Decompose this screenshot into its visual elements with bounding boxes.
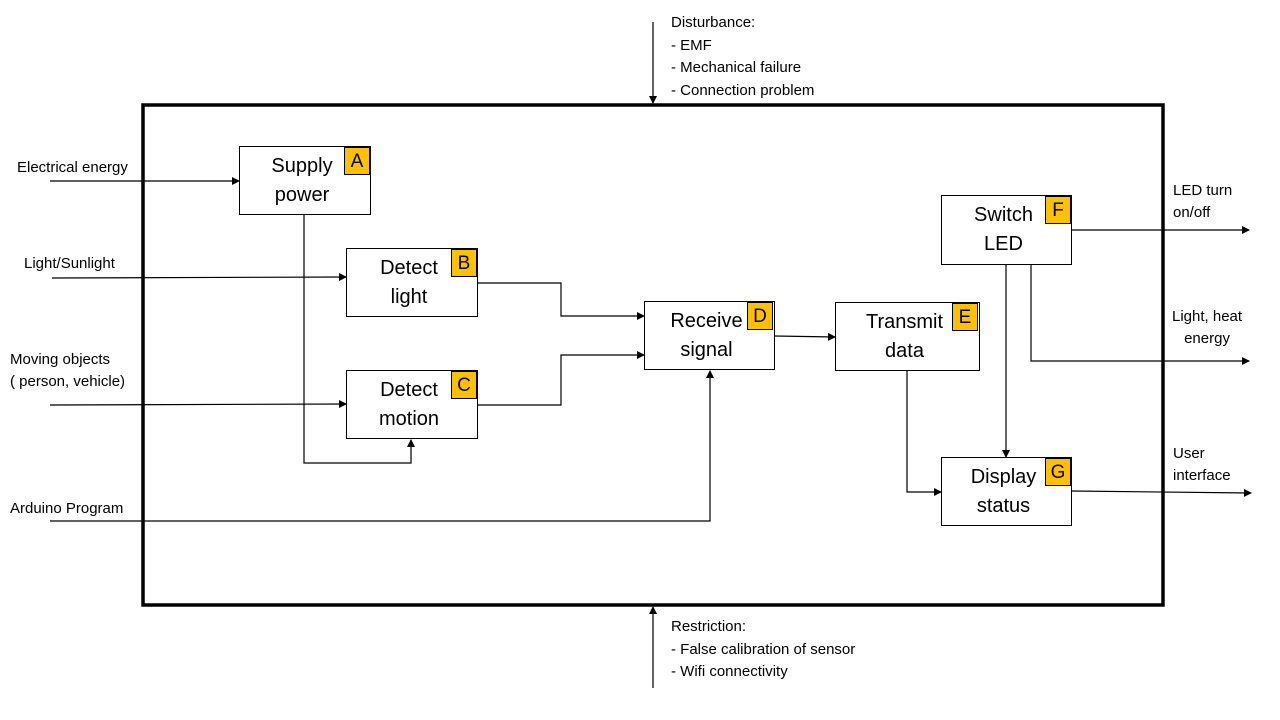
function-block-a: Supply power A [239,146,371,215]
arrow-arduino-to-d [50,370,714,522]
function-title-e: Transmit data [836,303,973,370]
restriction-title: Restriction: [671,618,747,635]
function-c-line1: Detect [380,378,438,401]
output-label-led-line2: on/off [1173,204,1211,221]
disturbance-title: Disturbance: [671,14,756,31]
input-label-moving-line1: Moving objects [10,351,111,368]
function-tag-f: F [1045,196,1071,224]
arrow-e-to-g [906,371,942,496]
output-label-heat-line1: Light, heat [1172,308,1243,325]
restriction-item: - Wifi connectivity [671,663,788,680]
function-g-line2: status [976,494,1031,517]
input-label-moving-line2: ( person, vehicle) [10,373,126,390]
function-a-line2: power [274,183,330,206]
function-e-line2: data [885,339,924,362]
function-tag-a: A [344,147,370,175]
arrow-b-to-d [478,282,645,320]
function-tag-c: C [451,371,477,399]
function-b-line1: Detect [380,256,438,279]
function-block-b: Detect light B [346,248,478,317]
function-title-f: Switch LED [942,196,1065,264]
function-title-a: Supply power [240,147,364,214]
arrow-d-to-e [774,332,836,341]
disturbance-item: - Mechanical failure [671,59,802,76]
output-label-heat-line2: energy [1184,330,1230,347]
restriction-item: - False calibration of sensor [671,640,856,658]
input-label-light: Light/Sunlight [24,255,115,272]
function-a-line1: Supply [271,154,333,177]
disturbance-note: Disturbance: - EMF - Mechanical failure … [671,12,814,102]
output-label-heat: Light, heat energy [1172,306,1242,350]
function-tag-d: D [747,302,773,330]
restriction-note: Restriction: - False calibration of sens… [671,616,855,684]
function-block-f: Switch LED F [941,195,1072,265]
function-title-g: Display status [942,458,1065,525]
function-b-line2: light [390,285,428,308]
function-tag-g: G [1045,458,1071,486]
function-d-line2: signal [680,338,733,361]
function-d-line1: Receive [670,309,743,332]
output-label-ui-line1: User [1173,445,1205,462]
function-block-d: Receive signal D [644,301,775,370]
disturbance-item: - EMF [671,36,712,54]
output-label-led: LED turn on/off [1173,180,1232,224]
function-tag-e: E [952,303,978,331]
input-label-moving-objects: Moving objects ( person, vehicle) [10,349,125,393]
function-title-b: Detect light [347,249,471,316]
function-c-line2: motion [378,407,440,430]
input-label-electrical: Electrical energy [17,159,128,176]
output-label-ui-line2: interface [1173,467,1231,484]
arrow-c-to-d [478,351,645,406]
input-label-arduino: Arduino Program [10,500,124,517]
function-title-d: Receive signal [645,302,768,369]
function-f-line1: Switch [974,204,1033,226]
system-boundary [141,103,1165,607]
arrow-g-to-ui-output [1071,488,1252,497]
function-f-line2: LED [984,233,1023,255]
function-block-e: Transmit data E [835,302,980,371]
arrow-f-to-heat-output [1030,265,1250,365]
function-tag-b: B [451,249,477,277]
output-label-led-line1: LED turn [1173,182,1233,199]
function-g-line1: Display [970,465,1037,488]
function-block-g: Display status G [941,457,1072,526]
function-block-c: Detect motion C [346,370,478,439]
output-label-ui: User interface [1173,443,1231,487]
function-e-line1: Transmit [865,310,944,333]
disturbance-item: - Connection problem [671,81,815,99]
arrow-light-to-b [51,273,347,282]
function-title-c: Detect motion [347,371,471,438]
arrow-a-to-c [303,214,415,464]
arrow-motion-to-c [49,400,347,409]
